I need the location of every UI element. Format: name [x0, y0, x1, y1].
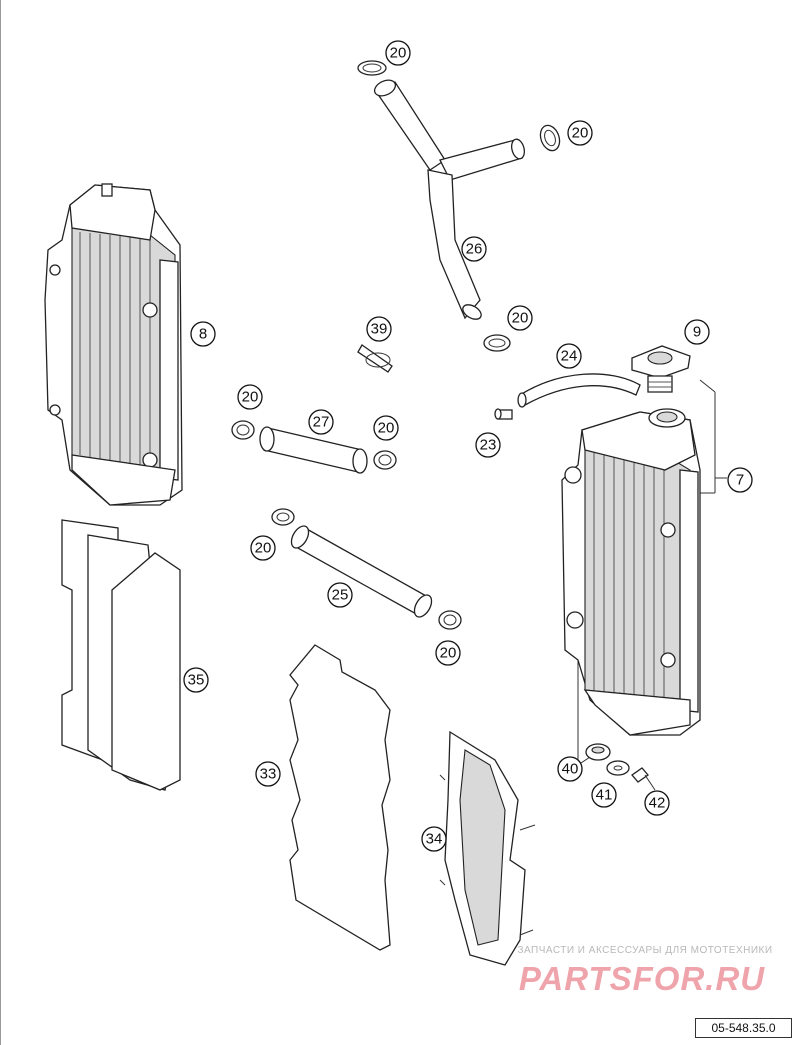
- watermark-logo: PARTSFOR.RU: [518, 960, 766, 997]
- svg-text:42: 42: [649, 795, 666, 812]
- svg-text:20: 20: [572, 125, 589, 142]
- hose-24: [517, 373, 641, 408]
- callout-20-top-left: 20: [385, 40, 411, 66]
- callout-20-mid: 20: [507, 305, 533, 331]
- svg-text:25: 25: [332, 587, 349, 604]
- svg-text:35: 35: [188, 672, 205, 689]
- svg-text:27: 27: [313, 414, 330, 431]
- watermark-caption: ЗАПЧАСТИ И АКСЕССУАРЫ ДЛЯ МОТОТЕХНИКИ: [517, 945, 773, 956]
- hose-25: [290, 525, 433, 618]
- svg-text:40: 40: [562, 761, 579, 778]
- reference-code: 05-548.35.0: [695, 1018, 792, 1038]
- cable-tie-39: [357, 344, 393, 373]
- callout-23: 23: [475, 432, 501, 458]
- callout-8: 8: [190, 321, 216, 347]
- svg-text:39: 39: [371, 321, 388, 338]
- callout-20-right-hose: 20: [373, 415, 399, 441]
- radiator-guard-34: [439, 730, 536, 966]
- callout-20-lower-right: 20: [435, 640, 461, 666]
- callout-7: 7: [727, 467, 753, 493]
- svg-text:20: 20: [378, 420, 395, 437]
- svg-text:8: 8: [199, 326, 207, 343]
- callout-42: 42: [644, 790, 670, 816]
- svg-text:20: 20: [512, 310, 529, 327]
- callout-33: 33: [255, 761, 281, 787]
- left-frame-line: [0, 0, 1, 1045]
- svg-text:20: 20: [255, 540, 272, 557]
- svg-text:24: 24: [561, 348, 578, 365]
- callout-35: 35: [183, 667, 209, 693]
- right-radiator: [561, 408, 701, 736]
- callout-39: 39: [366, 316, 392, 342]
- svg-text:26: 26: [466, 241, 483, 258]
- radiator-guard-33: [289, 644, 391, 951]
- svg-text:34: 34: [426, 831, 443, 848]
- callout-40: 40: [557, 756, 583, 782]
- radiator-guard-35: [61, 519, 181, 791]
- callout-24: 24: [556, 343, 582, 369]
- fitting-23: [494, 408, 513, 420]
- callout-25: 25: [327, 582, 353, 608]
- bolt-42: [631, 767, 656, 791]
- callout-41: 41: [591, 782, 617, 808]
- callout-27: 27: [308, 409, 334, 435]
- svg-text:23: 23: [480, 437, 497, 454]
- hose-clamp-20: [357, 60, 561, 352]
- svg-text:7: 7: [736, 472, 744, 489]
- washer-41: [606, 760, 630, 776]
- svg-text:9: 9: [693, 324, 701, 341]
- grommet-40: [585, 743, 611, 761]
- svg-text:20: 20: [390, 45, 407, 62]
- callout-20-lower-left: 20: [250, 535, 276, 561]
- hose-clamp-20-c: [271, 508, 462, 630]
- callout-9: 9: [684, 319, 710, 345]
- svg-text:41: 41: [596, 787, 613, 804]
- callout-20-top-right: 20: [567, 120, 593, 146]
- hose-27: [259, 426, 368, 474]
- radiator-cap-9: [631, 345, 691, 393]
- svg-text:33: 33: [260, 766, 277, 783]
- hose-clamp-20-b: [231, 420, 397, 470]
- callout-34: 34: [421, 826, 447, 852]
- leader-lines: [577, 379, 727, 766]
- y-hose-26: [373, 79, 525, 320]
- svg-text:20: 20: [242, 389, 259, 406]
- callout-20-left-hose: 20: [237, 384, 263, 410]
- left-radiator: [44, 183, 183, 506]
- callout-26: 26: [461, 236, 487, 262]
- svg-text:20: 20: [440, 645, 457, 662]
